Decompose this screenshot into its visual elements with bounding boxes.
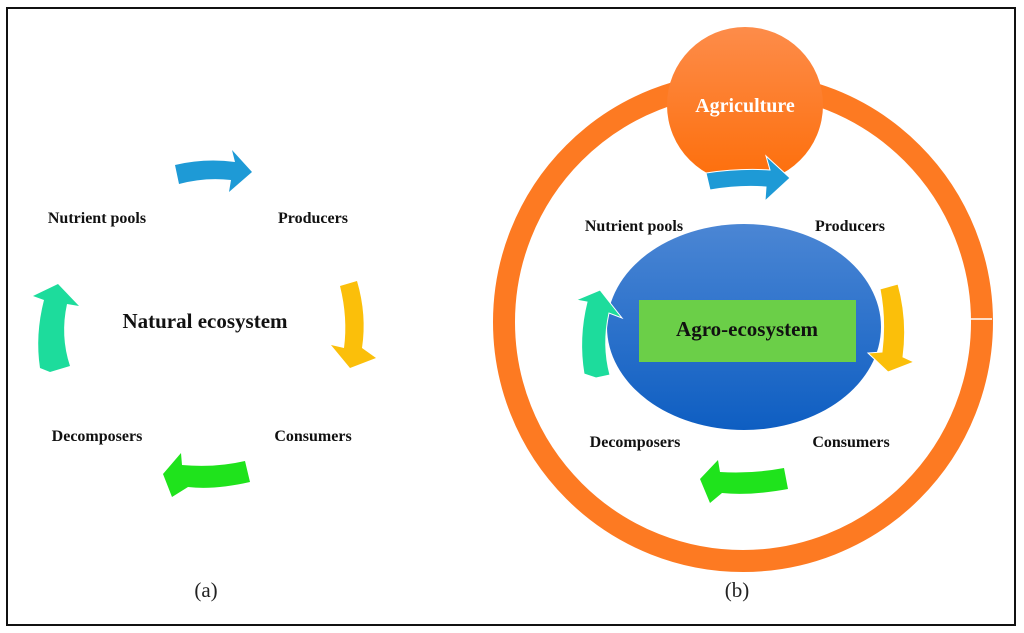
caption-b: (b)	[725, 578, 750, 602]
agro-ecosystem-box	[639, 300, 856, 362]
arrow-bottom-green	[163, 453, 250, 497]
node-decomposers: Decomposers	[52, 428, 143, 445]
panel-b: Agriculture Agro-ecosystem Nutrient pool…	[493, 27, 993, 602]
caption-a: (a)	[194, 578, 217, 602]
b-node-decomposers: Decomposers	[590, 434, 681, 451]
b-arrow-top-blue	[705, 154, 791, 203]
b-node-nutrient-pools: Nutrient pools	[585, 218, 683, 235]
agriculture-circle	[667, 27, 823, 183]
node-consumers: Consumers	[274, 428, 351, 445]
node-nutrient-pools: Nutrient pools	[48, 210, 146, 227]
arrow-right-yellow	[331, 281, 376, 368]
panel-a: Nutrient pools Producers Consumers Decom…	[33, 150, 376, 602]
b-arrow-bottom-green	[700, 460, 788, 503]
b-node-producers: Producers	[815, 218, 885, 235]
center-label-natural-ecosystem: Natural ecosystem	[122, 309, 288, 333]
node-producers: Producers	[278, 210, 348, 227]
agriculture-label: Agriculture	[695, 95, 795, 117]
b-arrow-left-teal	[574, 289, 624, 379]
center-label-agro-ecosystem: Agro-ecosystem	[676, 317, 818, 341]
arrow-top-blue	[175, 150, 252, 192]
arrow-left-teal	[33, 284, 79, 372]
b-node-consumers: Consumers	[812, 434, 889, 451]
b-arrow-right-yellow	[866, 283, 916, 373]
